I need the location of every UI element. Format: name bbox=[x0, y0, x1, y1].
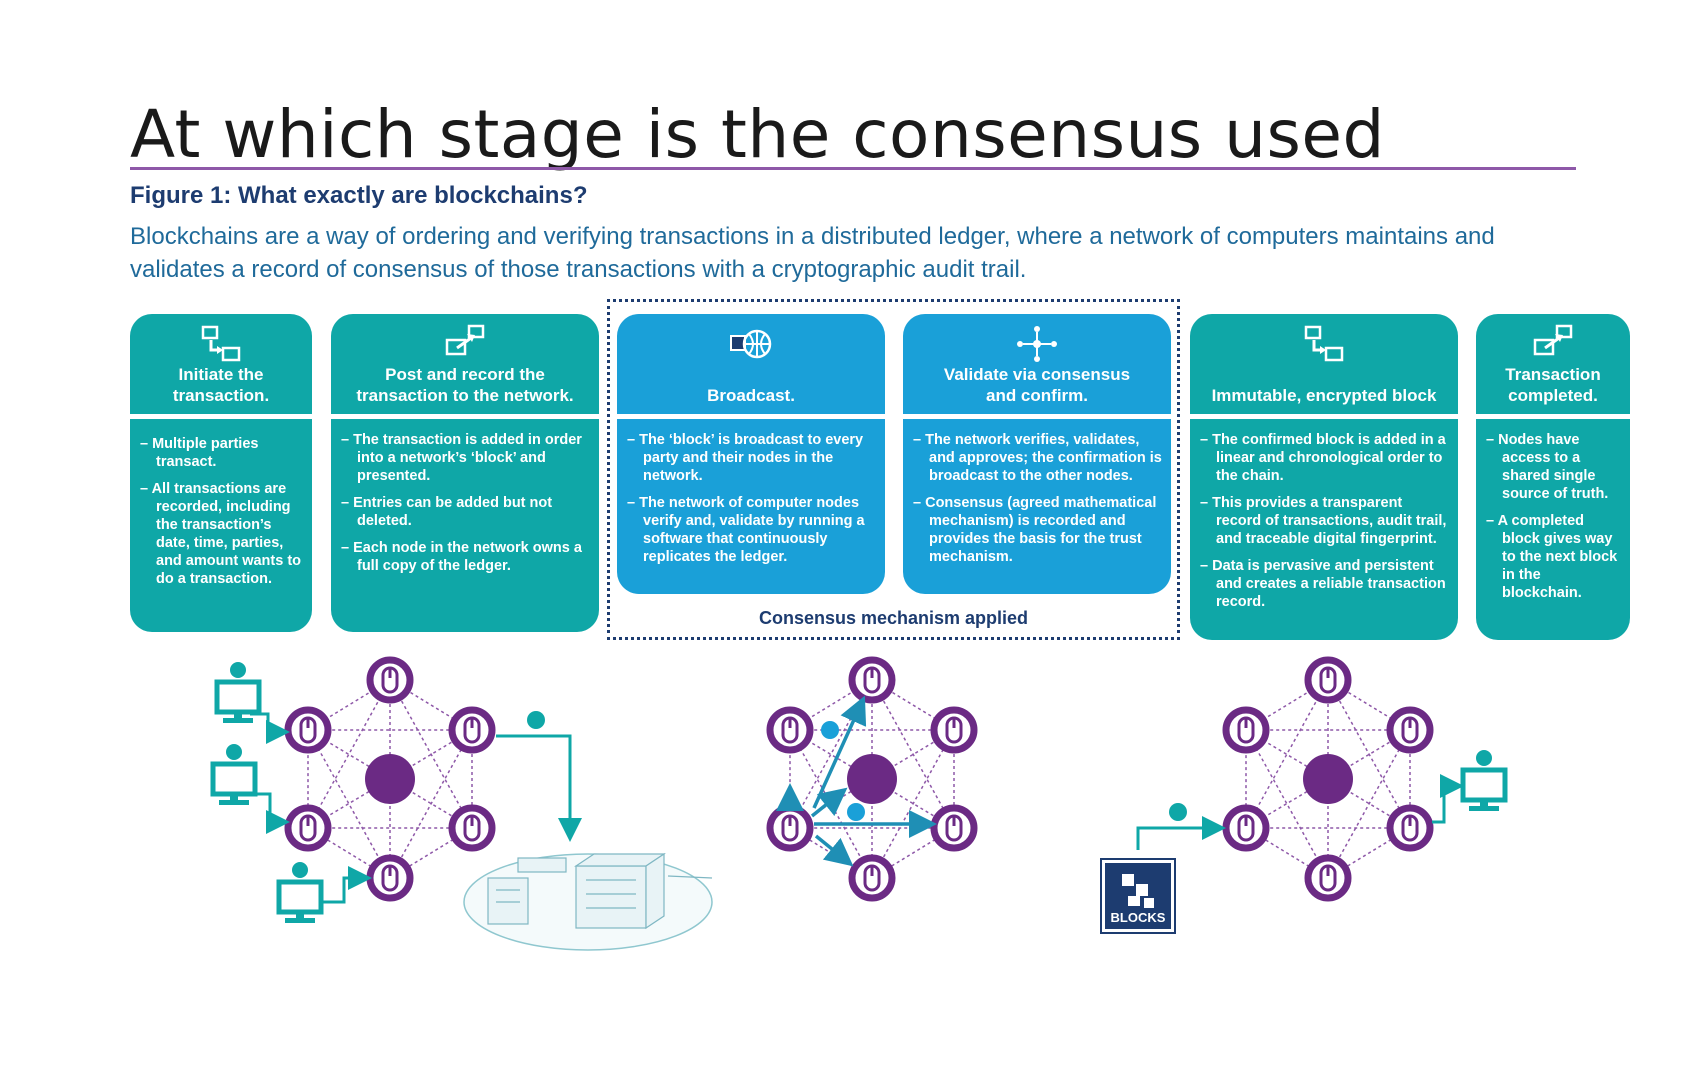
stage-card-initiate: Initiate the transaction. Multiple partie… bbox=[130, 314, 312, 632]
stage-bullet: Data is pervasive and persistent and cre… bbox=[1200, 557, 1450, 611]
figure-title: Figure 1: What exactly are blockchains? bbox=[130, 182, 588, 209]
network-diagram-1 bbox=[213, 660, 713, 951]
stage-bullet: Multiple parties transact. bbox=[140, 435, 304, 471]
stage-bullet: This provides a transparent record of tr… bbox=[1200, 494, 1450, 548]
node-icon bbox=[1390, 808, 1430, 848]
node-icon bbox=[1226, 808, 1266, 848]
stage-bullet: The transaction is added in order into a… bbox=[341, 431, 591, 485]
figure-description: Blockchains are a way of ordering and ve… bbox=[130, 223, 1495, 283]
computer-icon bbox=[279, 862, 321, 923]
stage-bullet: A completed block gives way to the next … bbox=[1486, 512, 1622, 602]
stage-title-line2: completed. bbox=[1508, 386, 1598, 405]
stage-title-line2: Immutable, encrypted block bbox=[1211, 386, 1437, 405]
slide-title: At which stage is the consensus used bbox=[130, 96, 1385, 173]
stage-bullet: All transactions are recorded, including… bbox=[140, 480, 304, 588]
node-icon bbox=[1308, 660, 1348, 700]
node-icon bbox=[370, 660, 410, 700]
node-icon bbox=[934, 808, 974, 848]
stage-title-line1: Validate via consensus bbox=[943, 365, 1131, 384]
central-ledger-node bbox=[847, 754, 897, 804]
network-diagram-2 bbox=[770, 660, 974, 898]
stage-bullet: Consensus (agreed mathematical mechanism… bbox=[913, 494, 1163, 566]
node-icon bbox=[852, 858, 892, 898]
node-icon bbox=[370, 858, 410, 898]
stage-card-validate: Validate via consensus and confirm. The n… bbox=[903, 314, 1171, 594]
stage-bullet: The network verifies, validates, and app… bbox=[913, 431, 1163, 485]
stage-bullet: The ‘block’ is broadcast to every party … bbox=[627, 431, 877, 485]
stage-bullet: Nodes have access to a shared single sou… bbox=[1486, 431, 1622, 503]
stage-title-line1: Initiate the bbox=[178, 365, 264, 384]
stage-card-immutable: Immutable, encrypted block The confirmed… bbox=[1190, 314, 1458, 640]
consensus-region-box bbox=[607, 299, 1180, 640]
stage-bullet: The network of computer nodes verify and… bbox=[627, 494, 877, 566]
node-icon bbox=[1308, 858, 1348, 898]
blocks-icon: BLOCKS bbox=[1100, 858, 1176, 934]
network-diagrams: BLOCKS bbox=[0, 640, 1700, 951]
central-ledger-node bbox=[1303, 754, 1353, 804]
stage-bullet: Entries can be added but not deleted. bbox=[341, 494, 591, 530]
stage-title-line1: Post and record the bbox=[385, 365, 545, 384]
transfer-icon bbox=[1304, 325, 1344, 362]
stage-bullet: The confirmed block is added in a linear… bbox=[1200, 431, 1450, 485]
transfer-icon bbox=[201, 325, 241, 362]
node-icon bbox=[770, 710, 810, 750]
stage-title-line2: and confirm. bbox=[985, 386, 1088, 405]
broadcast-icon bbox=[730, 329, 772, 359]
node-icon bbox=[288, 710, 328, 750]
node-icon bbox=[770, 808, 810, 848]
post-icon bbox=[445, 324, 485, 356]
node-icon bbox=[288, 808, 328, 848]
node-icon bbox=[452, 710, 492, 750]
consensus-label: Consensus mechanism applied bbox=[758, 608, 1029, 628]
central-ledger-node bbox=[365, 754, 415, 804]
network-icon bbox=[1017, 326, 1057, 362]
stage-title-line2: transaction to the network. bbox=[356, 386, 574, 405]
stage-title-line1: Transaction bbox=[1505, 365, 1601, 384]
computer-icon bbox=[213, 744, 255, 805]
title-underline bbox=[130, 167, 1576, 170]
post-icon bbox=[1533, 324, 1573, 356]
stage-title-line2: Broadcast. bbox=[707, 386, 795, 405]
ledger-illustration bbox=[487, 852, 713, 930]
stage-card-post: Post and record the transaction to the ne… bbox=[331, 314, 599, 632]
node-icon bbox=[934, 710, 974, 750]
stage-bullet: Each node in the network owns a full cop… bbox=[341, 539, 591, 575]
node-icon bbox=[1226, 710, 1266, 750]
node-icon bbox=[1390, 710, 1430, 750]
stage-card-broadcast: Broadcast. The ‘block’ is broadcast to e… bbox=[617, 314, 885, 594]
network-diagram-3: BLOCKS bbox=[1100, 660, 1505, 934]
node-icon bbox=[452, 808, 492, 848]
stage-card-completed: Transaction completed. Nodes have access … bbox=[1476, 314, 1630, 640]
blocks-label: BLOCKS bbox=[1111, 910, 1166, 925]
stage-title-line2: transaction. bbox=[172, 386, 270, 405]
node-icon bbox=[852, 660, 892, 700]
computer-icon bbox=[1463, 750, 1505, 811]
